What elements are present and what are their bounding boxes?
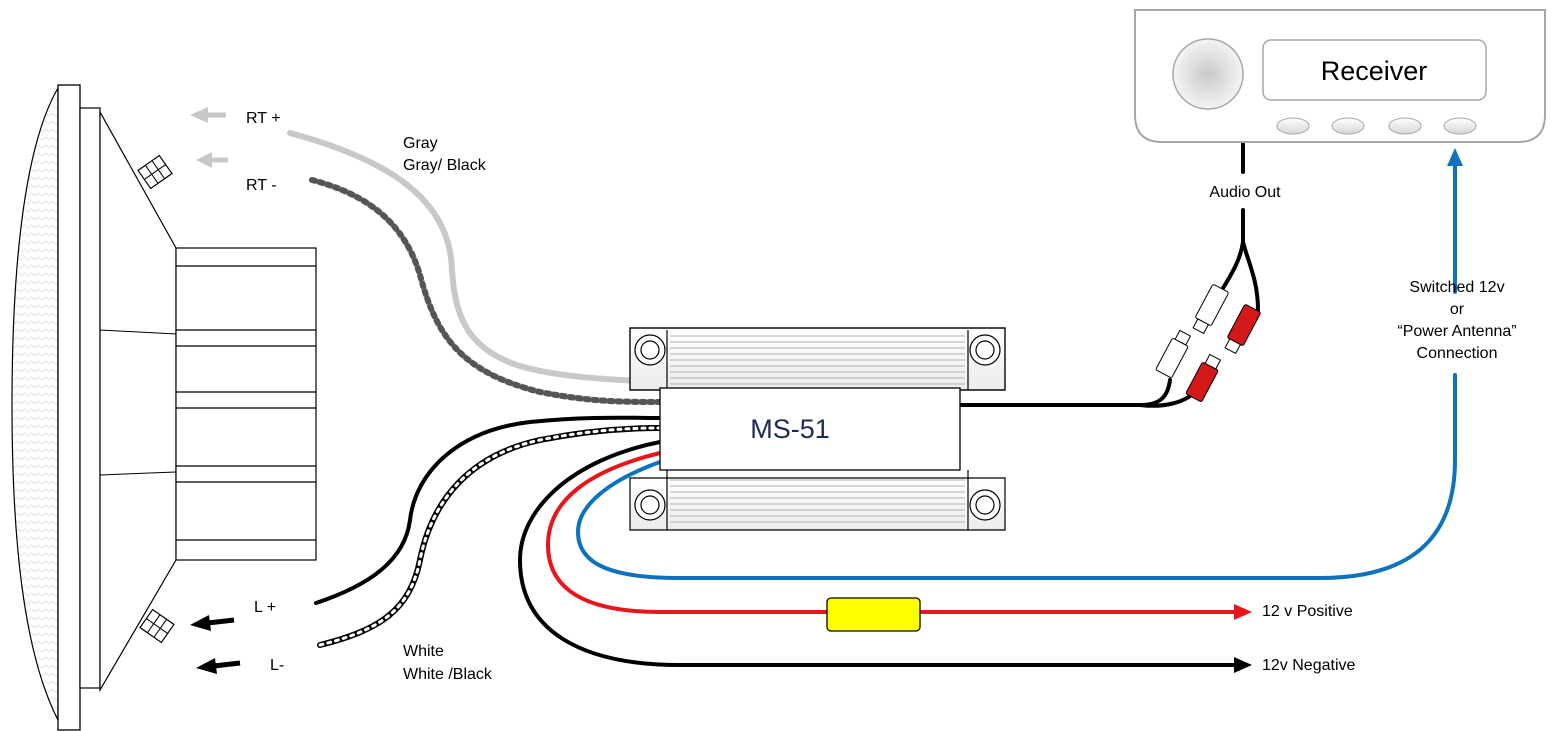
rca-white-upper	[1192, 284, 1229, 335]
receiver-button	[1331, 117, 1365, 135]
ms51-module: MS-51	[629, 327, 1006, 531]
arrow-remote	[1447, 148, 1463, 166]
wire-gray	[287, 130, 663, 385]
arrow-positive	[1234, 604, 1252, 620]
label-negative: 12v Negative	[1262, 657, 1355, 674]
arrow-l-minus	[196, 658, 241, 674]
rca-white-lower	[1155, 329, 1192, 378]
receiver-label: Receiver	[1321, 56, 1428, 86]
label-rt-plus: RT +	[246, 110, 281, 127]
label-audio-out: Audio Out	[1209, 184, 1281, 201]
arrow-negative	[1234, 657, 1252, 673]
terminal-bottom	[139, 608, 175, 644]
label-switched-2: or	[1450, 301, 1465, 318]
wire-black-lplus	[314, 415, 662, 605]
wire-white-black	[317, 425, 663, 648]
receiver-button	[1276, 117, 1310, 135]
speaker-arrows	[190, 107, 241, 674]
speaker-flange	[57, 84, 81, 731]
receiver: Receiver	[1134, 9, 1546, 143]
speaker	[11, 84, 317, 731]
wire-positive	[545, 451, 1240, 614]
rca-red-lower	[1185, 353, 1222, 402]
receiver-button	[1388, 117, 1422, 135]
label-white-black: White /Black	[403, 666, 493, 683]
label-switched-3: “Power Antenna”	[1397, 323, 1516, 340]
label-l-minus: L-	[270, 657, 284, 674]
arrow-rt-plus	[190, 107, 226, 123]
label-gray: Gray	[403, 135, 438, 152]
rca-connectors	[1155, 284, 1261, 402]
label-switched-4: Connection	[1417, 345, 1498, 362]
ms51-body	[659, 387, 961, 471]
arrow-l-plus	[190, 615, 235, 631]
speaker-basket	[99, 109, 177, 693]
rca-red-upper	[1224, 304, 1261, 355]
label-gray-black: Gray/ Black	[403, 157, 487, 174]
label-switched-1: Switched 12v	[1409, 279, 1504, 296]
receiver-display	[1262, 39, 1487, 101]
wire-remote	[575, 373, 1457, 580]
wire-gray-black	[309, 177, 663, 405]
terminal-top	[137, 154, 173, 190]
label-white: White	[403, 643, 444, 660]
arrow-rt-minus	[196, 152, 228, 168]
receiver-button	[1443, 117, 1477, 135]
speaker-ring	[79, 107, 101, 689]
volume-knob	[1172, 38, 1244, 110]
label-l-plus: L +	[254, 599, 276, 616]
wires	[287, 130, 1457, 667]
label-rt-minus: RT -	[246, 177, 277, 194]
speaker-grille	[11, 85, 59, 721]
label-positive: 12 v Positive	[1262, 603, 1353, 620]
module-label: MS-51	[750, 414, 830, 444]
speaker-magnet	[175, 247, 317, 561]
wire-negative	[517, 440, 1240, 667]
fuse	[826, 597, 921, 632]
